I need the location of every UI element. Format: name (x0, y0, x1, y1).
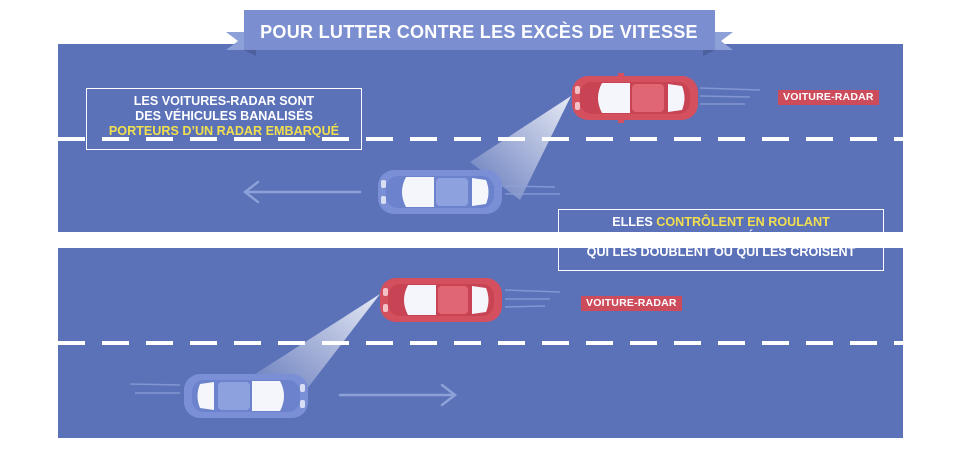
arrow-left-icon (242, 180, 362, 204)
info-line-1: LES VOITURES-RADAR SONT (133, 94, 315, 108)
info-line-1-prefix: ELLES (612, 215, 657, 229)
speed-lines-other-bottom (129, 383, 181, 394)
page-title: POUR LUTTER CONTRE LES EXCÈS DE VITESSE (260, 22, 698, 42)
info-box-function: ELLES CONTRÔLENT EN ROULANT LA VITESSE D… (558, 209, 884, 271)
radar-beam-lower (252, 294, 380, 398)
speed-lines-upper-car (699, 87, 761, 105)
other-car-lower (184, 374, 308, 418)
arrow-right-icon (338, 383, 458, 407)
title-ribbon (226, 10, 733, 56)
radar-car-lower (380, 278, 502, 322)
speed-lines-lower-radar (504, 289, 561, 308)
lane-divider-lower (58, 341, 903, 345)
radar-car-upper (572, 73, 698, 123)
other-car-upper (378, 170, 502, 214)
label-radar-car-lower: VOITURE-RADAR (581, 296, 682, 311)
info-box-definition: LES VOITURES-RADAR SONT DES VÉHICULES BA… (86, 88, 362, 150)
info-line-2: LA VITESSE DES VÉHICULES (632, 230, 810, 244)
info-line-2: DES VÉHICULES BANALISÉS (135, 109, 313, 123)
lane-divider-upper (58, 137, 903, 141)
speed-lines-other-top (504, 185, 560, 195)
info-line-3: QUI LES DOUBLENT OU QUI LES CROISENT (586, 245, 856, 259)
label-radar-car-upper: VOITURE-RADAR (778, 90, 879, 105)
info-line-3-highlight: PORTEURS D’UN RADAR EMBARQUÉ (108, 124, 340, 138)
info-line-1: ELLES CONTRÔLENT EN ROULANT (559, 215, 883, 230)
info-line-1-highlight: CONTRÔLENT EN ROULANT (656, 215, 830, 229)
